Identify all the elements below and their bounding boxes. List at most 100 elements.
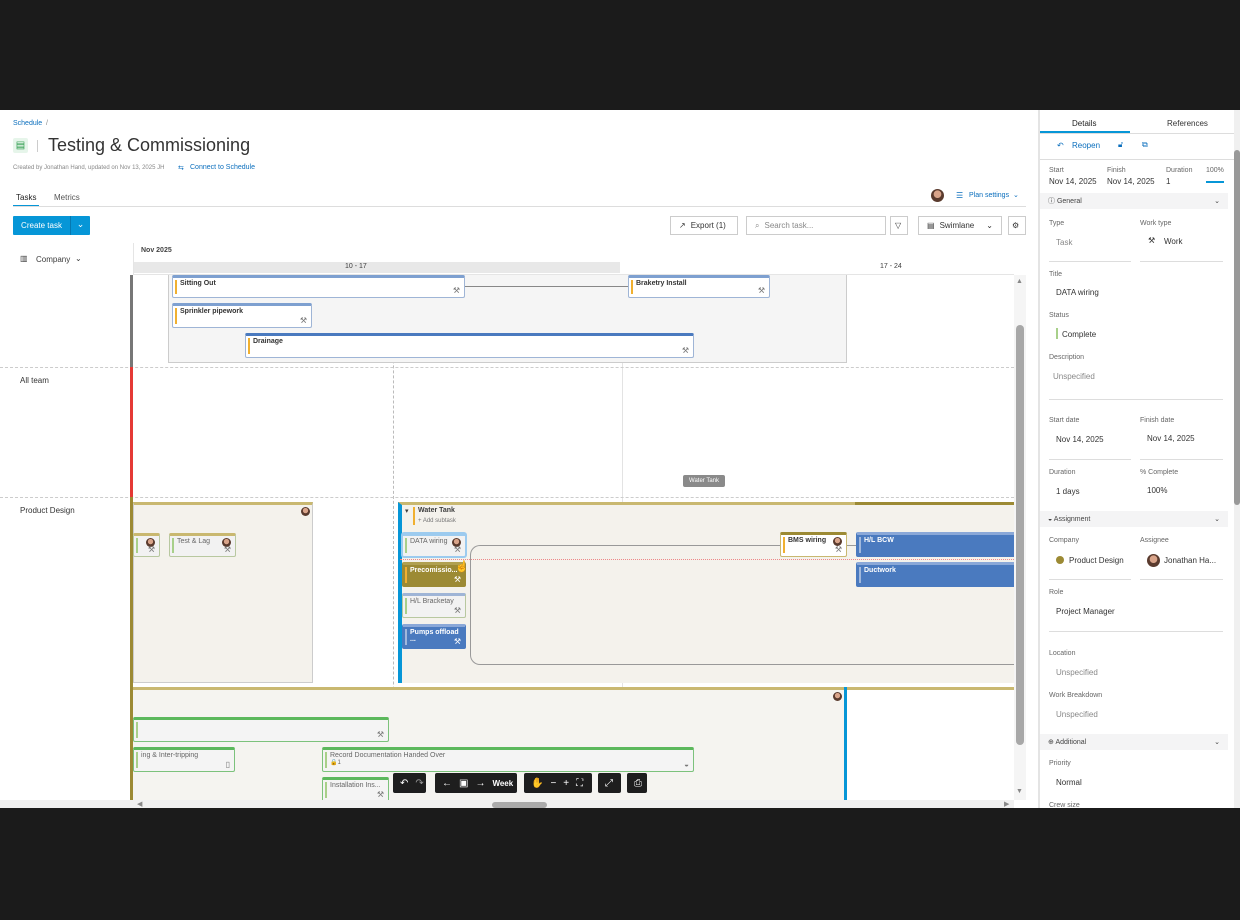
description-input[interactable]: Unspecified: [1053, 372, 1095, 381]
task-inter-tripping[interactable]: ing & Inter-tripping▯: [133, 747, 235, 772]
wrench-icon: ⚒: [376, 730, 384, 739]
hand-icon[interactable]: ✋: [531, 777, 544, 789]
add-subtask-link[interactable]: + Add subtask: [418, 518, 456, 524]
priority-select[interactable]: Normal: [1056, 778, 1082, 787]
task-test-lag[interactable]: Test & Lag⚒: [169, 533, 236, 557]
task-data-wiring[interactable]: DATA wiring⚒: [402, 533, 466, 557]
gear-icon: ⚙: [1012, 221, 1020, 230]
group-by-select[interactable]: Company: [36, 255, 71, 264]
collapse-icon[interactable]: ▾: [405, 508, 409, 515]
task-unnamed[interactable]: ⚒: [133, 717, 389, 742]
progress-bar: [855, 502, 1014, 505]
unlock-icon[interactable]: 🔓︎: [1118, 140, 1124, 149]
scroll-left-icon[interactable]: ◀: [137, 801, 143, 808]
user-avatar[interactable]: [931, 189, 944, 202]
arrow-left-icon[interactable]: ←: [442, 777, 452, 789]
duration-input[interactable]: 1 days: [1056, 487, 1080, 496]
active-tab-indicator: [1040, 131, 1130, 133]
finish-date-input[interactable]: Nov 14, 2025: [1147, 434, 1195, 443]
status-select[interactable]: Complete: [1062, 330, 1097, 339]
work-breakdown-select[interactable]: Unspecified: [1056, 710, 1098, 719]
role-select[interactable]: Project Manager: [1056, 607, 1115, 616]
connect-to-schedule-link[interactable]: Connect to Schedule: [190, 164, 255, 171]
work-type-select[interactable]: Work: [1164, 237, 1183, 246]
panel-tab-details[interactable]: Details: [1072, 119, 1097, 128]
percent-progress-bar: [1206, 181, 1224, 183]
task-precommissioning[interactable]: Precomissio...⚒: [402, 562, 466, 587]
create-task-button[interactable]: Create task: [13, 216, 71, 235]
avatar: [833, 692, 842, 701]
scroll-right-icon[interactable]: ▶: [1004, 801, 1010, 808]
section-assignment[interactable]: ◒ Assignment⌄: [1040, 511, 1228, 527]
tab-metrics[interactable]: Metrics: [54, 193, 80, 202]
panel-tab-references[interactable]: References: [1167, 119, 1208, 128]
type-label: Type: [1049, 220, 1065, 227]
clipboard-icon: ▯: [225, 760, 230, 769]
panel-scroll-thumb[interactable]: [1234, 150, 1240, 505]
arrow-right-icon[interactable]: →: [475, 777, 486, 789]
field-underline: [1140, 261, 1223, 262]
percent-complete-input[interactable]: 100%: [1147, 486, 1168, 495]
task-braketry-install[interactable]: Braketry Install⚒: [628, 275, 770, 298]
current-week-band: [134, 262, 620, 273]
calendar-icon[interactable]: ▣: [459, 777, 469, 789]
wrench-icon: ⚒: [299, 316, 307, 325]
scroll-up-icon[interactable]: ▲: [1016, 278, 1023, 285]
divider: [37, 140, 38, 152]
print-button[interactable]: ⎙: [627, 773, 647, 793]
scroll-down-icon[interactable]: ▼: [1016, 788, 1023, 795]
create-task-split-button: Create task ⌄: [13, 216, 90, 235]
task-pumps-offload[interactable]: Pumps offload ...⚒: [402, 624, 466, 649]
task-record-documentation[interactable]: Record Documentation Handed Over🔒1◒: [322, 747, 694, 772]
search-input[interactable]: ⌕Search task...: [746, 216, 886, 235]
vertical-scroll-thumb[interactable]: [1016, 325, 1024, 745]
location-select[interactable]: Unspecified: [1056, 668, 1098, 677]
task-drainage[interactable]: Drainage⚒: [245, 333, 694, 358]
section-general[interactable]: ⓘ General⌄: [1040, 193, 1228, 209]
panel-scrollbar[interactable]: [1234, 110, 1240, 808]
tab-tasks[interactable]: Tasks: [16, 193, 37, 202]
section-title: Assignment: [1053, 515, 1091, 523]
task-label: Ductwork: [864, 567, 896, 574]
fullscreen-button[interactable]: ⤢: [598, 773, 621, 793]
start-date-input[interactable]: Nov 14, 2025: [1056, 435, 1104, 444]
plan-settings-button[interactable]: Plan settings: [969, 192, 1010, 199]
undo-icon[interactable]: ↶: [400, 777, 409, 789]
task-hl-bcw[interactable]: H/L BCW: [856, 532, 1016, 557]
scale-select[interactable]: Week: [492, 778, 514, 788]
redo-icon[interactable]: ↷: [415, 777, 424, 789]
fit-icon[interactable]: ⛶: [576, 777, 584, 789]
company-select[interactable]: Product Design: [1069, 556, 1124, 565]
group-bar: [133, 687, 1014, 690]
task-sprinkler-pipework[interactable]: Sprinkler pipework⚒: [172, 303, 312, 328]
section-additional[interactable]: ⊕ Additional⌄: [1040, 734, 1228, 750]
group-border: [844, 687, 847, 800]
zoom-in-icon[interactable]: +: [563, 777, 570, 789]
horizontal-scroll-thumb[interactable]: [492, 802, 547, 808]
role-label: Role: [1049, 589, 1064, 596]
filter-button[interactable]: ▽: [890, 216, 908, 235]
breadcrumb-schedule[interactable]: Schedule: [13, 120, 43, 127]
task-hl-bracketay[interactable]: H/L Bracketay⚒: [402, 593, 466, 618]
lane-stripe: [130, 367, 133, 497]
create-task-dropdown-chevron-icon[interactable]: ⌄: [76, 219, 85, 229]
dependency-line: [470, 545, 1015, 665]
wrench-icon: ⚒: [757, 286, 765, 295]
title-input[interactable]: DATA wiring: [1056, 288, 1099, 297]
task-installation-inspection[interactable]: Installation Ins...⚒: [322, 777, 389, 802]
export-button[interactable]: ↗Export (1): [670, 216, 738, 235]
status-marker: [1056, 328, 1058, 339]
reopen-button[interactable]: Reopen: [1072, 141, 1101, 150]
settings-button[interactable]: ⚙: [1008, 216, 1026, 235]
info-icon: ⓘ: [1048, 198, 1057, 205]
task-bms-wiring[interactable]: BMS wiring⚒: [780, 532, 847, 557]
task-sitting-out[interactable]: Sitting Out⚒: [172, 275, 465, 298]
task-ductwork[interactable]: Ductwork: [856, 562, 1016, 587]
section-title: Additional: [1055, 739, 1087, 746]
task-partial[interactable]: ⚒: [133, 533, 160, 557]
zoom-out-icon[interactable]: −: [550, 777, 557, 789]
assignee-select[interactable]: Jonathan Ha...: [1164, 556, 1217, 565]
lane-label-product-design: Product Design: [20, 506, 75, 515]
copy-icon[interactable]: ⧉: [1142, 140, 1148, 149]
view-select[interactable]: ▤Swimlane⌄: [918, 216, 1002, 235]
